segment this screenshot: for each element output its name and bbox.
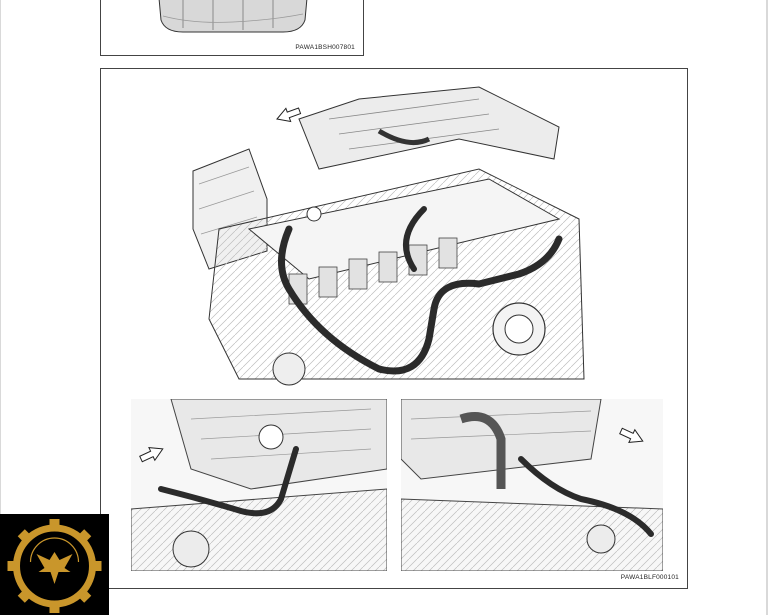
figure-id-label: PAWA1BLF000101 (620, 574, 679, 581)
phoenix-gear-logo (7, 519, 102, 613)
watermark-logo (0, 514, 109, 615)
main-figure-frame: PAWA1BLF000101 (100, 68, 688, 589)
page-edge-right (766, 0, 768, 615)
direction-arrow-icon (619, 427, 644, 443)
direction-arrow-icon (139, 447, 164, 463)
engine-part-illustration (158, 0, 308, 33)
direction-arrow-icon (276, 107, 302, 123)
figure-id-label: PAWA1BSH007801 (295, 44, 355, 51)
top-figure-frame: PAWA1BSH007801 (100, 0, 364, 56)
engine-inset-left-illustration (131, 399, 387, 571)
engine-inset-right-illustration (401, 399, 663, 571)
engine-top-view-illustration (192, 86, 585, 386)
page-edge-left (0, 0, 1, 615)
